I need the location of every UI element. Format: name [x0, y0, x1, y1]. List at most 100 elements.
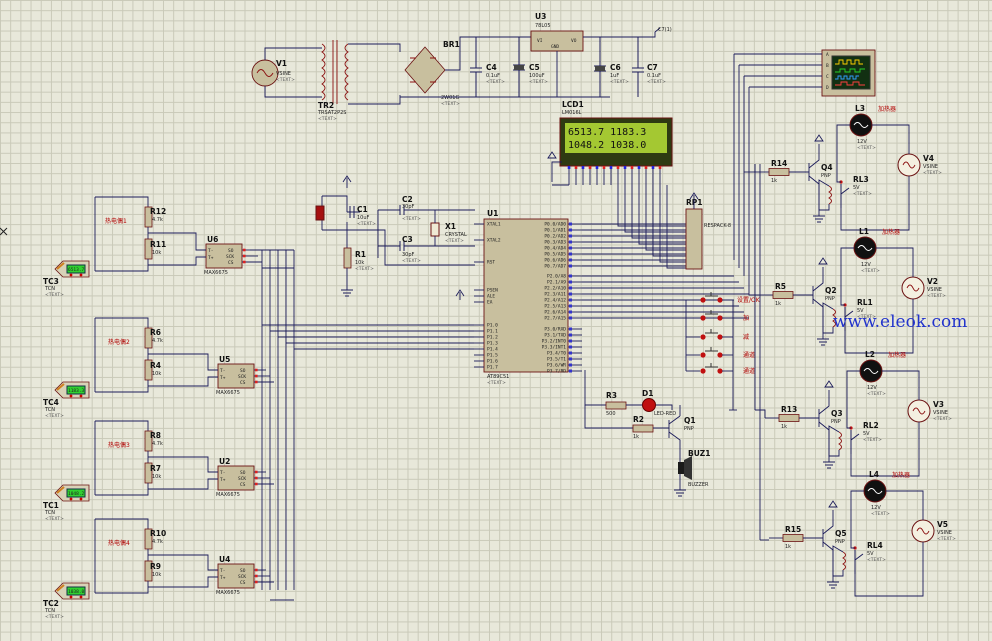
mcu-right-pin: P0.5/AD5	[544, 252, 566, 258]
r-top[interactable]	[144, 327, 153, 349]
mcu-left-pin: XTAL2	[487, 238, 501, 244]
thermocouple-ref: TC4	[43, 398, 59, 407]
mcu-pin-state	[569, 304, 572, 308]
ic-pin: T-	[220, 470, 225, 476]
tr2-transformer[interactable]: TR2 TRSAT2P2S <TEXT>	[317, 40, 349, 122]
base-resistor[interactable]	[772, 291, 794, 299]
thermocouple-channel[interactable]: 热电偶4R104.7kR910kU4MAX6675T-T+SOSCKCS1038…	[43, 518, 274, 620]
thermocouple-value: 6513.7	[68, 267, 85, 273]
mcu-pin-state	[569, 333, 572, 337]
mcu-right-pin: P0.4/AD4	[544, 246, 566, 252]
q1-type: PNP	[684, 426, 694, 432]
max6675-chip[interactable]	[217, 563, 255, 589]
mcu-pin-state	[569, 252, 572, 256]
v1-ref: V1	[276, 59, 287, 68]
thermocouple-channel[interactable]: 热电偶3R84.7kR710kU2MAX6675T-T+SOSCKCS1048.…	[43, 420, 274, 522]
key-button[interactable]: 通道	[686, 363, 755, 375]
base-resistor[interactable]	[778, 414, 800, 422]
alarm-circuit[interactable]: R3 500 D1 LED-RED R2 1k Q1 PNP BUZ1 BUZZ…	[584, 370, 710, 497]
key-button[interactable]: 加	[686, 310, 749, 322]
key-button[interactable]: 设置/OK	[686, 292, 761, 304]
c6-text: <TEXT>	[610, 79, 629, 85]
mcu-left-pin: P1.7	[487, 365, 498, 371]
r-top-ref: R6	[150, 328, 161, 337]
ic-pin: SO	[228, 248, 234, 254]
lcd-pin	[644, 166, 648, 169]
lamp-ref: L3	[855, 104, 865, 113]
relay-voltage: 5V	[867, 551, 874, 557]
ic-type: MAX6675	[216, 492, 240, 498]
mcu-left-pin: P1.0	[487, 323, 498, 329]
r-top[interactable]	[144, 528, 153, 550]
r-bottom[interactable]	[144, 238, 153, 260]
ic-ref: U6	[207, 235, 218, 244]
ic-pin-state	[255, 374, 258, 378]
r-top[interactable]	[144, 206, 153, 228]
q1-ref: Q1	[684, 416, 696, 425]
thermocouple-channel[interactable]: 热电偶1R124.7kR1110kU6MAX6675T-T+SOSCKCS651…	[43, 196, 262, 298]
lcd-pin	[609, 166, 613, 169]
base-resistor[interactable]	[782, 534, 804, 542]
c6-capacitor[interactable]: C6 1uF <TEXT>	[594, 37, 629, 97]
u3-regulator[interactable]: U3 78L05 VI VO GND	[530, 12, 584, 52]
ic-pin: T+	[220, 575, 226, 581]
mcu-pin-state	[569, 240, 572, 244]
r-top[interactable]	[144, 430, 153, 452]
u3-type: 78L05	[535, 23, 551, 29]
c4-capacitor[interactable]: C4 0.1uF <TEXT>	[470, 37, 505, 97]
r-top-value: 4.7k	[152, 441, 163, 447]
c7-capacitor[interactable]: C7 0.1uF <TEXT>	[632, 37, 666, 97]
lcd-ref: LCD1	[562, 100, 584, 109]
scope-d: D	[826, 85, 829, 91]
r-bottom[interactable]	[144, 560, 153, 582]
r-bottom[interactable]	[144, 359, 153, 381]
r3-value: 500	[606, 411, 616, 417]
c2-capacitor[interactable]: C2 30pF <TEXT>	[378, 195, 475, 222]
r-top-value: 4.7k	[152, 217, 163, 223]
ic-pin: CS	[240, 380, 246, 386]
max6675-chip[interactable]	[205, 243, 243, 269]
lcd-display[interactable]: LCD1 LM016L 6513.7 1183.3 1048.2 1038.0	[559, 100, 673, 167]
thermocouple-channel[interactable]: 热电偶2R64.7kR410kU5MAX6675T-T+SOSCKCS1183.…	[43, 317, 274, 419]
thermocouple-value: 1038.0	[68, 589, 85, 595]
lcd-pin	[602, 166, 606, 169]
lamp-voltage: 12V	[871, 505, 881, 511]
lcd-pin	[588, 166, 592, 169]
mcu-pin-state	[569, 357, 572, 361]
thermocouple-value: 1183.3	[68, 388, 85, 394]
key-button[interactable]: 减	[686, 329, 749, 341]
mcu-at89c51[interactable]: U1 AT89C51 <TEXT>	[483, 209, 569, 386]
r1-resistor[interactable]: R1 10k <TEXT>	[343, 247, 374, 272]
mcu-text: <TEXT>	[487, 380, 506, 386]
v1-source[interactable]: V1 VSINE <TEXT>	[251, 59, 295, 87]
r-bottom[interactable]	[144, 462, 153, 484]
ic-pin-state	[255, 482, 258, 486]
mcu-right-pin: P2.1/A9	[547, 280, 566, 286]
c5-capacitor[interactable]: C5 100uF <TEXT>	[513, 37, 548, 97]
max6675-chip[interactable]	[217, 363, 255, 389]
thermocouple-ref: TC2	[43, 599, 59, 608]
r3-ref: R3	[606, 391, 617, 400]
x1-crystal[interactable]: X1 CRYSTAL <TEXT>	[430, 210, 467, 246]
c3-capacitor[interactable]: C3 30pF <TEXT>	[378, 235, 475, 264]
key-button[interactable]: 通道	[686, 347, 755, 359]
mcu-left-pin: ALE	[487, 294, 495, 300]
base-resistor[interactable]	[768, 168, 790, 176]
br1-bridge[interactable]: BR1 2W01G <TEXT>	[404, 40, 460, 107]
rp1-respack[interactable]: RP1 RESPACK-8	[685, 198, 731, 270]
oscilloscope[interactable]: A B C D	[821, 49, 876, 97]
reset-button[interactable]	[315, 175, 352, 230]
u3-ref: U3	[535, 12, 546, 21]
channel-label: 热电偶4	[108, 539, 130, 547]
thermocouple-type: TCN	[44, 608, 55, 614]
mcu-ref: U1	[487, 209, 498, 218]
ac-source-type: VSINE	[923, 164, 938, 170]
c1-capacitor[interactable]: C1 10uF <TEXT>	[347, 205, 376, 227]
ac-source-ref: V3	[933, 400, 944, 409]
thermocouple-ref: TC3	[43, 277, 59, 286]
